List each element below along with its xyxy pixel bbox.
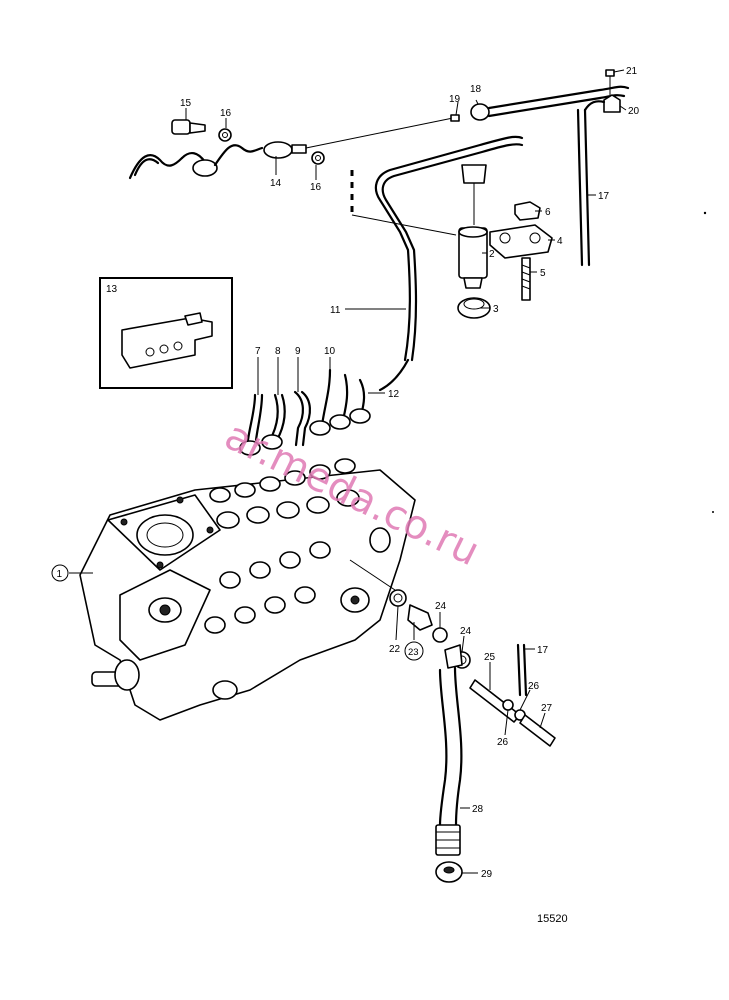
callout-10: 10 (324, 346, 336, 357)
injector-2 (457, 164, 491, 319)
callout-26-bottom: 26 (497, 737, 509, 748)
figure-reference-number: 15520 (537, 913, 568, 925)
callout-25: 25 (484, 652, 496, 663)
callout-17-top: 17 (598, 191, 610, 202)
leader-lines (69, 69, 627, 874)
clamp-4 (489, 201, 553, 301)
callout-24-left: 24 (435, 601, 447, 612)
leak-off-pipe-assembly (128, 117, 457, 236)
callout-6: 6 (545, 207, 551, 218)
detail-box-13 (99, 277, 233, 389)
pipe-17 (576, 100, 606, 267)
callout-26-top: 26 (528, 681, 540, 692)
callout-16-lower: 16 (310, 182, 322, 193)
pipe-11 (374, 135, 524, 392)
callout-23: 23 (408, 647, 419, 658)
delivery-valves (209, 458, 360, 529)
callout-27: 27 (541, 703, 553, 714)
callout-11: 11 (330, 305, 341, 316)
side-ports (204, 527, 391, 700)
callout-28: 28 (472, 804, 484, 815)
fuel-hose-28 (435, 644, 463, 883)
callout-4: 4 (557, 236, 563, 247)
callout-29: 29 (481, 869, 493, 880)
callout-1: 1 (57, 569, 63, 580)
callout-9: 9 (295, 346, 301, 357)
callout-22: 22 (389, 644, 401, 655)
callout-labels: 1 2 3 4 5 6 7 8 9 10 11 12 13 14 15 16 1… (51, 66, 640, 880)
callout-21: 21 (626, 66, 638, 77)
callout-8: 8 (275, 346, 281, 357)
injection-pump-1 (79, 458, 416, 721)
callout-24-right: 24 (460, 626, 472, 637)
callout-16-top: 16 (220, 108, 232, 119)
callout-18: 18 (470, 84, 482, 95)
callout-19: 19 (449, 94, 461, 105)
callout-12: 12 (388, 389, 400, 400)
callout-7: 7 (255, 346, 261, 357)
callout-5: 5 (540, 268, 546, 279)
callout-2: 2 (489, 249, 495, 260)
callout-15: 15 (180, 98, 192, 109)
callout-17-lower: 17 (537, 645, 549, 656)
callout-3: 3 (493, 304, 499, 315)
callout-13: 13 (106, 284, 118, 295)
bracket-20-21 (603, 69, 621, 113)
callout-20: 20 (628, 106, 640, 117)
callout-14: 14 (270, 178, 282, 189)
pipes-7-12 (239, 368, 371, 456)
